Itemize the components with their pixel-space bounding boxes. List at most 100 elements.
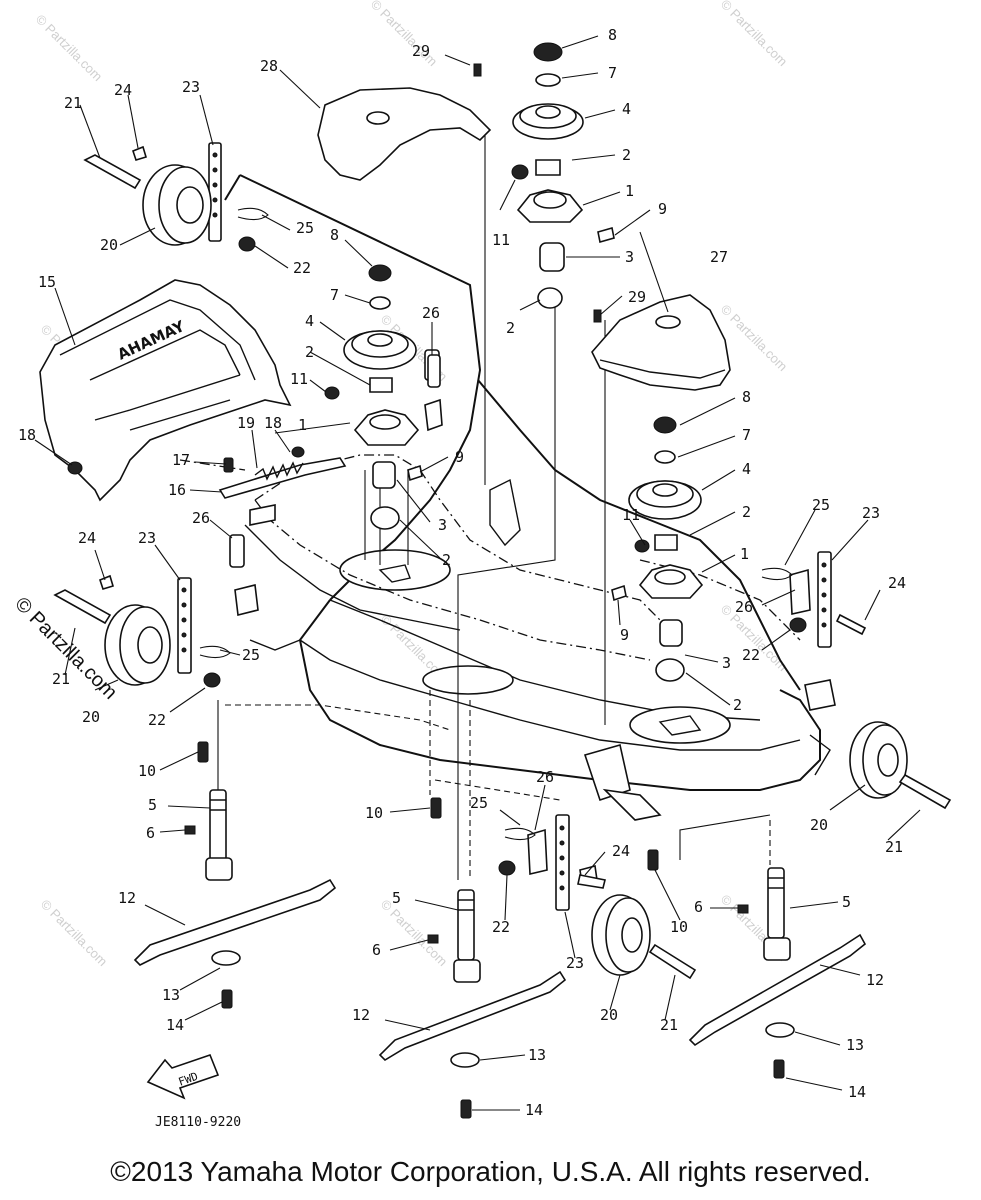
callout-19: 19 (237, 414, 255, 432)
callout-7: 7 (608, 64, 617, 82)
bolt (647, 849, 659, 871)
callout-9: 9 (455, 448, 464, 466)
idler-spring-assembly (218, 457, 347, 526)
callout-17: 17 (172, 451, 190, 469)
nut (203, 672, 221, 688)
callout-20: 20 (810, 816, 828, 834)
callout-26: 26 (735, 598, 753, 616)
callout-13: 13 (162, 986, 180, 1004)
callout-12: 12 (118, 889, 136, 907)
washer (450, 1052, 480, 1068)
bracket-clip (229, 534, 245, 568)
nut (498, 860, 516, 876)
callout-2: 2 (506, 319, 515, 337)
callout-21: 21 (64, 94, 82, 112)
pulley-stack-left (324, 264, 440, 530)
hair-pin (199, 645, 231, 659)
height-bracket-bottom (527, 814, 570, 911)
callout-24: 24 (114, 81, 132, 99)
callout-14: 14 (166, 1016, 184, 1034)
callout-6: 6 (146, 824, 155, 842)
callout-8: 8 (330, 226, 339, 244)
bracket-clip (427, 354, 441, 388)
callout-25: 25 (812, 496, 830, 514)
watermark: © Partzilla.com (33, 12, 106, 85)
hair-pin (761, 567, 793, 581)
callout-14: 14 (848, 1083, 866, 1101)
callout-24: 24 (612, 842, 630, 860)
callout-24: 24 (888, 574, 906, 592)
callout-1: 1 (625, 182, 634, 200)
callout-5: 5 (392, 889, 401, 907)
callout-25: 25 (470, 794, 488, 812)
height-bracket-right (789, 551, 832, 648)
bolt (473, 63, 482, 77)
callout-23: 23 (862, 504, 880, 522)
callout-21: 21 (52, 670, 70, 688)
callout-5: 5 (842, 893, 851, 911)
callout-12: 12 (352, 1006, 370, 1024)
mower-deck (224, 174, 836, 821)
assembly-lines (217, 130, 771, 880)
drawing-code: JE8110-9220 (155, 1115, 241, 1130)
spindle-center (427, 889, 481, 983)
callout-18: 18 (18, 426, 36, 444)
callout-3: 3 (625, 248, 634, 266)
bolt (835, 613, 867, 636)
callout-8: 8 (742, 388, 751, 406)
callout-2: 2 (742, 503, 751, 521)
callout-3: 3 (722, 654, 731, 672)
bolt (221, 989, 233, 1009)
belt-guard-27 (591, 294, 731, 391)
callout-4: 4 (742, 460, 751, 478)
callout-2: 2 (733, 696, 742, 714)
callout-10: 10 (138, 762, 156, 780)
callout-labels: 8 7 4 2 1 9 3 2 11 29 28 23 21 24 20 25 … (18, 26, 906, 1119)
belt-path (179, 454, 801, 661)
callout-20: 20 (82, 708, 100, 726)
callout-11: 11 (622, 506, 640, 524)
callout-22: 22 (742, 646, 760, 664)
callout-13: 13 (528, 1046, 546, 1064)
callout-22: 22 (492, 918, 510, 936)
callout-22: 22 (293, 259, 311, 277)
callout-5: 5 (148, 796, 157, 814)
callout-20: 20 (100, 236, 118, 254)
copyright-notice: ©2013 Yamaha Motor Corporation, U.S.A. A… (110, 1156, 871, 1187)
callout-2: 2 (305, 343, 314, 361)
callout-9: 9 (658, 200, 667, 218)
callout-26: 26 (192, 509, 210, 527)
callout-1: 1 (740, 545, 749, 563)
pulley-stack-center (511, 42, 615, 309)
mower-deck-parts-diagram: © Partzilla.com © Partzilla.com © Partzi… (10, 0, 952, 1130)
spindle-left (184, 789, 233, 881)
blade-left (133, 878, 337, 966)
callout-8: 8 (608, 26, 617, 44)
callout-2: 2 (442, 551, 451, 569)
forward-arrow: FWD (146, 1053, 220, 1100)
callout-27: 27 (710, 248, 728, 266)
watermark: © Partzilla.com (38, 897, 111, 970)
bolt (577, 874, 606, 889)
callout-29: 29 (628, 288, 646, 306)
belt-guard-28 (317, 87, 492, 181)
gauge-wheel-right (849, 721, 952, 810)
callout-23: 23 (182, 78, 200, 96)
callout-6: 6 (372, 941, 381, 959)
gauge-wheel-mid-left (53, 574, 171, 686)
bolt (773, 1059, 785, 1079)
callout-3: 3 (438, 516, 447, 534)
nut (238, 236, 256, 252)
callout-21: 21 (660, 1016, 678, 1034)
callout-4: 4 (305, 312, 314, 330)
nut (291, 446, 305, 458)
callout-24: 24 (78, 529, 96, 547)
height-bracket-mid-left (177, 577, 192, 674)
blade-center (378, 970, 567, 1062)
watermark: © Partzilla.com (378, 897, 451, 970)
bolt (460, 1099, 472, 1119)
callout-10: 10 (365, 804, 383, 822)
callout-23: 23 (138, 529, 156, 547)
callout-29: 29 (412, 42, 430, 60)
callout-25: 25 (242, 646, 260, 664)
